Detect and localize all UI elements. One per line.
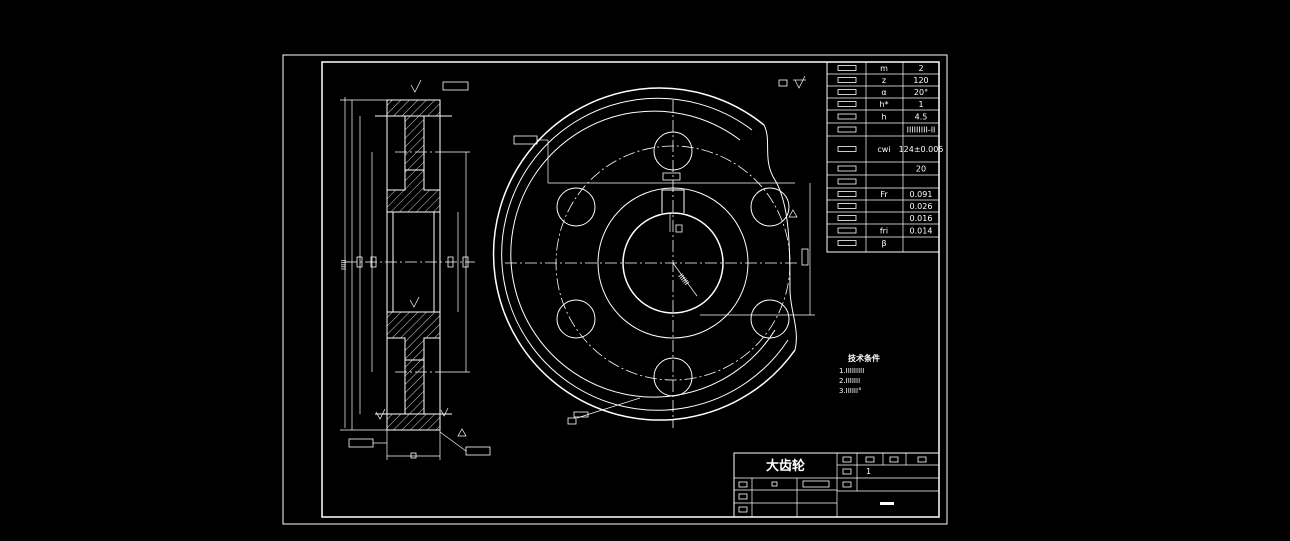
- param-value: 0.016: [910, 214, 933, 223]
- svg-text:IIIII: IIIII: [340, 260, 348, 270]
- param-value: 0.091: [910, 190, 933, 199]
- param-symbol: z: [882, 76, 886, 85]
- param-value: 1: [918, 100, 923, 109]
- param-symbol: cwi: [877, 145, 890, 154]
- param-name-placeholder: [837, 203, 857, 209]
- param-symbol: fri: [880, 227, 888, 236]
- svg-text:IIIIII: IIIIII: [676, 272, 690, 287]
- param-value: 0.026: [910, 202, 933, 211]
- param-name-placeholder: [837, 89, 857, 95]
- param-name-placeholder: [837, 227, 857, 234]
- param-symbol: α: [881, 88, 886, 97]
- param-symbol: β: [881, 239, 886, 248]
- tech-req-line-2: 2.IIIIIII: [839, 377, 860, 385]
- param-value: 0.014: [910, 227, 933, 236]
- sheet-number: 1: [866, 467, 871, 476]
- part-name: 大齿轮: [766, 458, 805, 474]
- front-view: IIIIII: [492, 75, 815, 428]
- param-value: 20°: [914, 88, 928, 97]
- param-name-placeholder: [837, 126, 857, 133]
- param-name-placeholder: [837, 77, 857, 83]
- param-name-placeholder: [837, 101, 857, 107]
- tech-req-line-1: 1.IIIIIIIII: [839, 367, 864, 375]
- param-name-placeholder: [837, 178, 857, 185]
- param-value: 2: [918, 64, 923, 73]
- param-name-placeholder: [837, 65, 857, 71]
- inner-border: [321, 61, 940, 518]
- param-symbol: m: [880, 64, 888, 73]
- param-value: IIIIIIIII-II: [907, 126, 936, 135]
- param-name-placeholder: [837, 215, 857, 221]
- param-symbol: h*: [879, 100, 888, 109]
- param-name-placeholder: [837, 165, 857, 172]
- param-symbol: Fr: [880, 190, 888, 199]
- param-name-placeholder: [837, 191, 857, 197]
- param-name-placeholder: [837, 113, 857, 120]
- param-value: 124±0.005: [899, 145, 944, 154]
- param-name-placeholder: [837, 146, 857, 152]
- param-value: 120: [913, 76, 928, 85]
- outer-border: [282, 54, 948, 525]
- side-section-view: IIIII: [340, 79, 491, 460]
- param-value: 20: [916, 165, 926, 174]
- tech-req-line-3: 3.IIIIII°: [839, 387, 862, 395]
- param-value: 4.5: [915, 113, 928, 122]
- param-symbol: h: [881, 113, 886, 122]
- tech-req-title: 技术条件: [848, 353, 880, 363]
- title-block: 大齿轮 1: [733, 452, 940, 518]
- technical-requirements: 技术条件 1.IIIIIIIII 2.IIIIIII 3.IIIIII°: [839, 353, 880, 395]
- param-name-placeholder: [837, 240, 857, 246]
